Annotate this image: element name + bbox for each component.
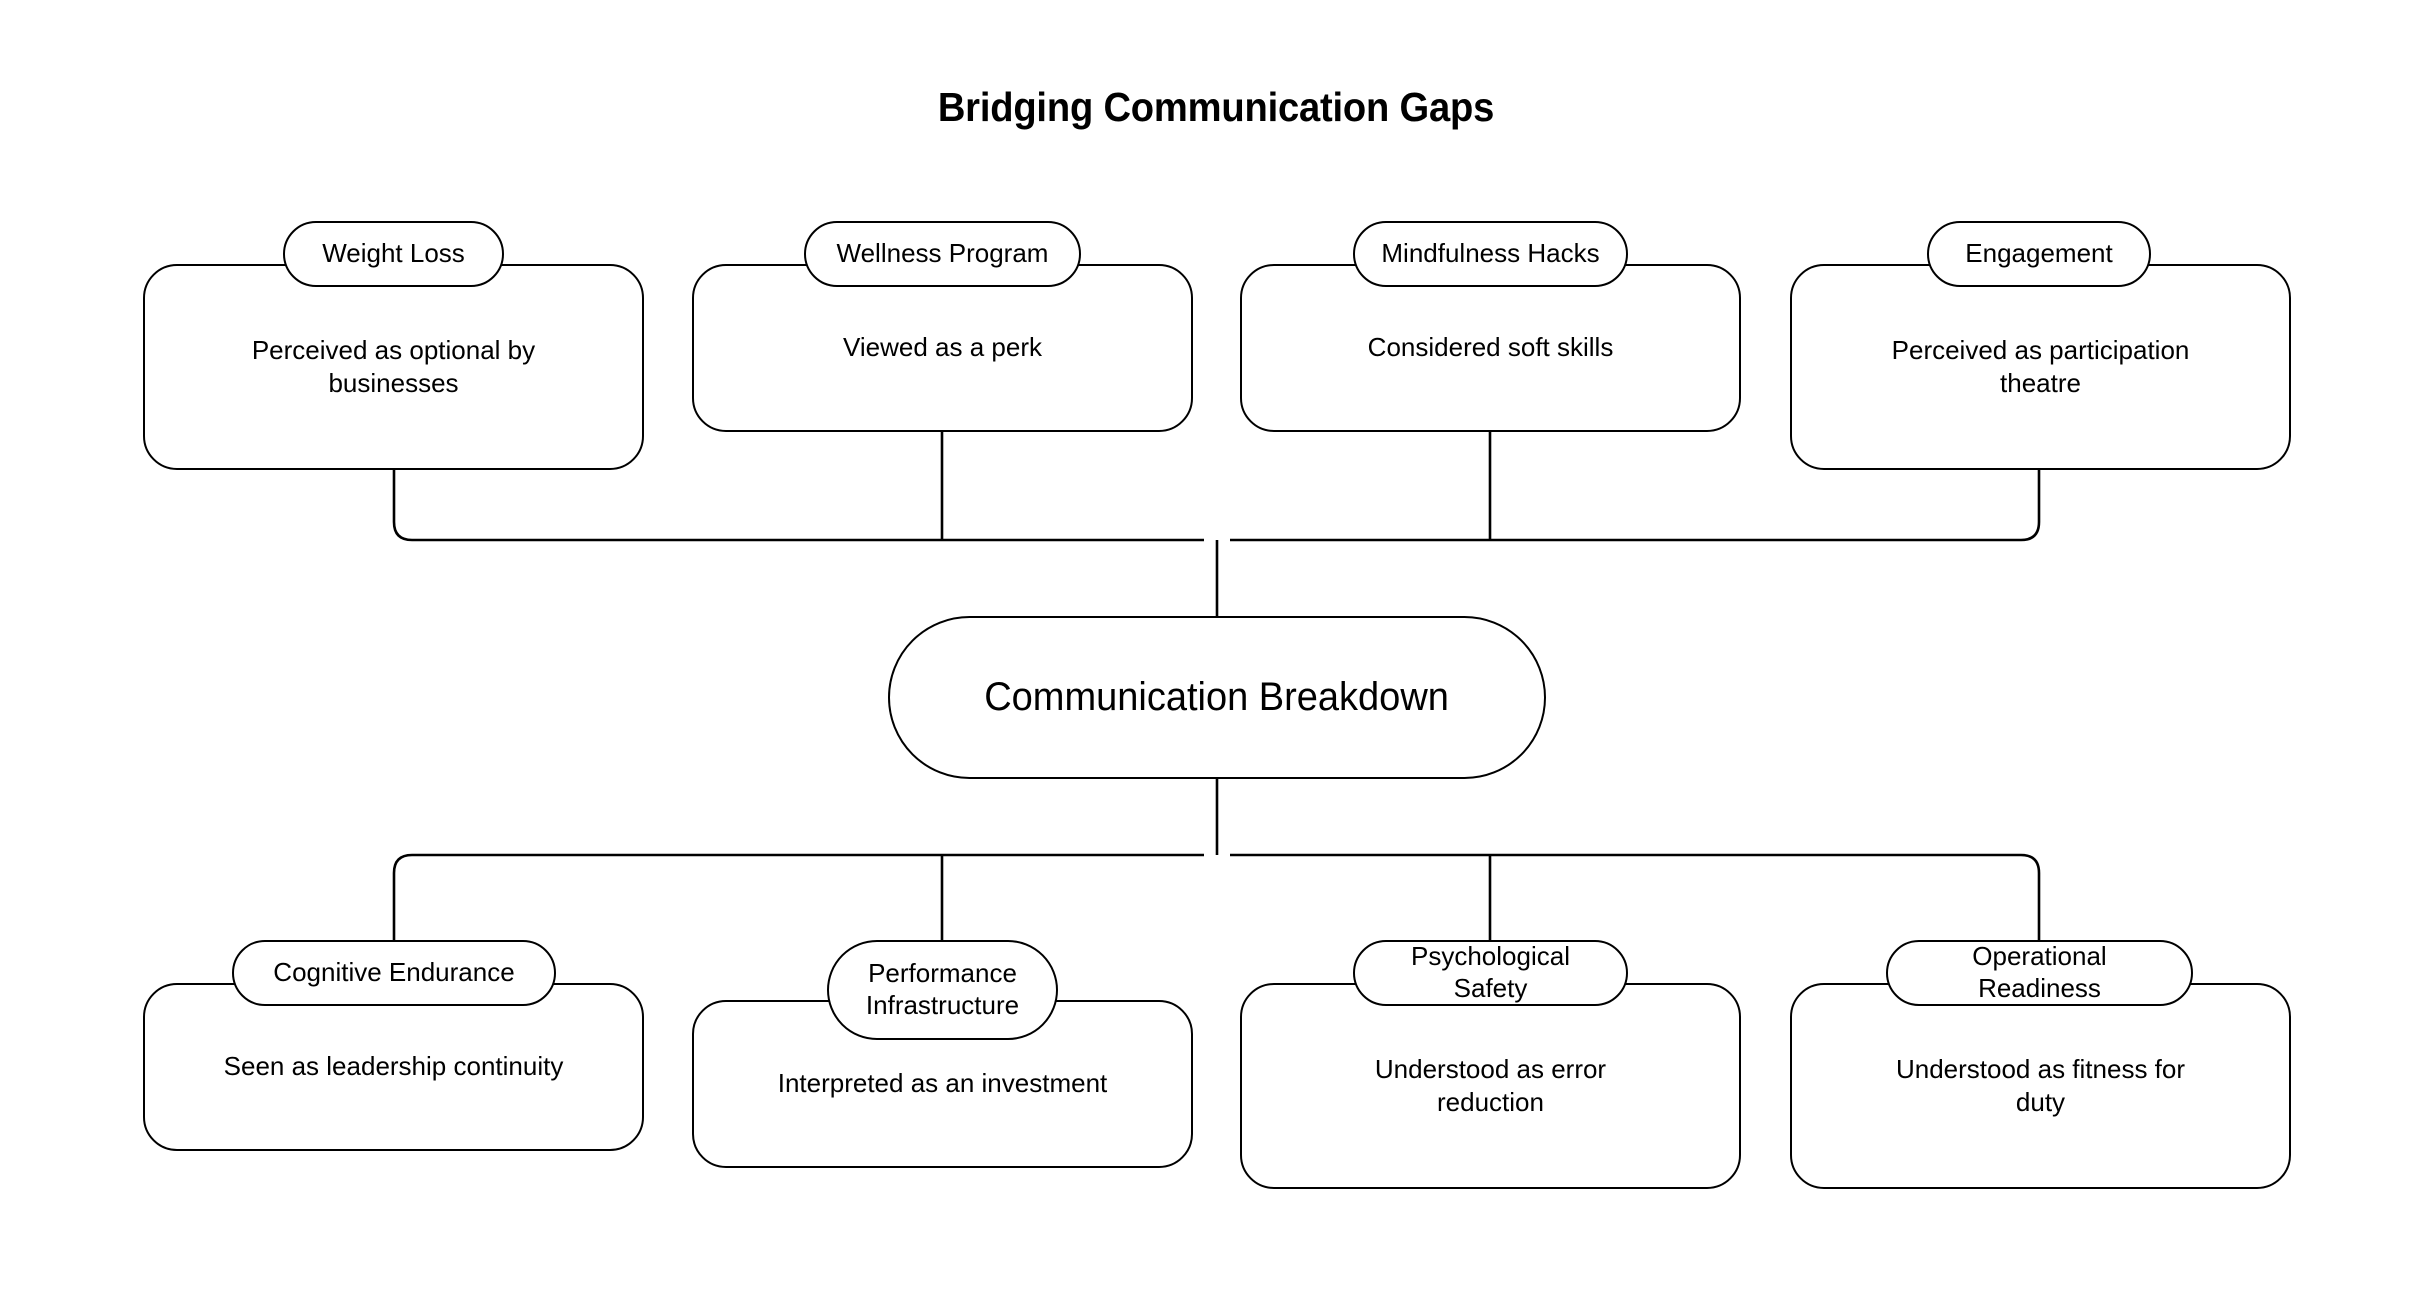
node-body: Understood as fitness for duty (1790, 983, 2291, 1189)
node-pill[interactable]: Performance Infrastructure (827, 940, 1058, 1040)
node-body: Perceived as optional by businesses (143, 264, 644, 470)
node-pill-label: Operational Readiness (1972, 941, 2107, 1003)
node-body: Understood as error reduction (1240, 983, 1741, 1189)
node-pill[interactable]: Weight Loss (283, 221, 504, 287)
node-body-label: Interpreted as an investment (777, 1068, 1108, 1099)
page-title: Bridging Communication Gaps (937, 84, 1495, 130)
node-pill-label: Psychological Safety (1411, 941, 1570, 1003)
node-body-label: Considered soft skills (1367, 332, 1614, 363)
node-pill[interactable]: Engagement (1927, 221, 2151, 287)
connector-top-4 (1230, 470, 2041, 542)
node-body-label: Seen as leadership continuity (223, 1051, 564, 1082)
node-pill-label: Cognitive Endurance (273, 957, 515, 988)
node-pill[interactable]: Operational Readiness (1886, 940, 2193, 1006)
node-pill-label: Engagement (1965, 238, 2113, 269)
node-body-label: Perceived as participation theatre (1891, 334, 2190, 398)
node-body: Seen as leadership continuity (143, 983, 644, 1151)
node-body-label: Understood as error reduction (1374, 1053, 1607, 1117)
node-pill-label: Weight Loss (322, 238, 465, 269)
connector-top-1 (392, 470, 1204, 542)
node-pill[interactable]: Psychological Safety (1353, 940, 1628, 1006)
node-pill-label: Mindfulness Hacks (1381, 238, 1600, 269)
node-pill[interactable]: Mindfulness Hacks (1353, 221, 1628, 287)
connector-bus-lower (392, 853, 1204, 940)
hub-label: Communication Breakdown (984, 675, 1450, 719)
node-body: Viewed as a perk (692, 264, 1193, 432)
node-body-label: Perceived as optional by businesses (251, 334, 536, 398)
node-body-label: Viewed as a perk (843, 332, 1042, 363)
node-body-label: Understood as fitness for duty (1895, 1053, 2186, 1117)
node-pill[interactable]: Wellness Program (804, 221, 1081, 287)
node-pill-label: Wellness Program (836, 238, 1049, 269)
connector-bus-lower-right (1230, 853, 2041, 940)
node-pill[interactable]: Cognitive Endurance (232, 940, 556, 1006)
node-communication-breakdown[interactable]: Communication Breakdown (888, 616, 1546, 779)
node-pill-label: Performance Infrastructure (865, 958, 1020, 1020)
node-body: Perceived as participation theatre (1790, 264, 2291, 470)
node-body: Considered soft skills (1240, 264, 1741, 432)
